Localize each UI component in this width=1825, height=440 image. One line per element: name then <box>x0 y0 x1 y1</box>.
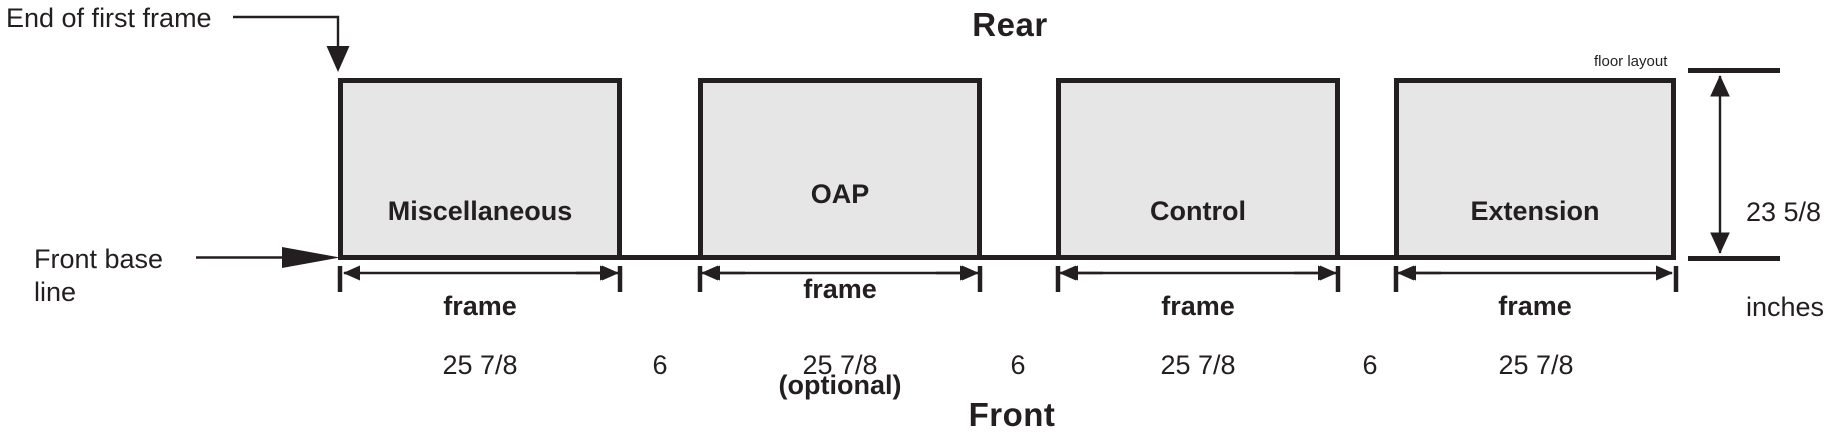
dim-value: 23 5/8 <box>1746 196 1822 227</box>
dim-value: 6 <box>652 349 668 380</box>
frame-label-miscellaneous-frame: Miscellaneous frame <box>340 132 620 387</box>
dim-label-frame-1-width: 25 7/8 inches <box>370 286 590 440</box>
frame-label-line: frame <box>443 291 517 322</box>
page-title-front: Front <box>968 396 1056 433</box>
label-floor-layout: floor layout <box>1594 53 1668 70</box>
frame-label-line: frame <box>803 274 877 305</box>
front-base-line-leader <box>196 247 340 268</box>
frame-box-control-frame <box>1056 78 1340 260</box>
frame-boxes <box>338 78 1676 260</box>
frame-box-oap-frame <box>698 78 982 260</box>
frame-label-control-frame: Control frame <box>1058 132 1338 387</box>
frame-box-extension-frame <box>1394 78 1676 260</box>
frame-label-line: (optional) <box>778 369 902 400</box>
horizontal-dimension-lines <box>337 265 1679 292</box>
end-of-first-frame-leader <box>233 15 350 72</box>
dim-unit: inches <box>1746 292 1825 323</box>
frame-label-line: OAP <box>810 178 870 209</box>
dim-value: 25 7/8 <box>442 349 518 380</box>
page-title-rear: Rear <box>972 6 1048 43</box>
dim-value: 6 <box>1010 349 1026 380</box>
frame-label-line: Miscellaneous <box>387 195 573 226</box>
frame-label-oap-frame: OAP frame (optional) <box>700 115 980 440</box>
dim-label-gap-3: 6 inches <box>1300 286 1440 440</box>
label-end-of-first-frame: End of first frame <box>6 3 212 33</box>
dim-label-frame-4-width: 25 7/8 inches <box>1426 286 1646 440</box>
frame-label-line: Control <box>1150 195 1246 226</box>
frame-label-line: frame <box>1161 291 1235 322</box>
label-front-base-line-line2: line <box>34 277 77 307</box>
dim-value: 25 7/8 <box>1160 349 1236 380</box>
vertical-dimension-line <box>1688 68 1780 261</box>
frame-label-line: frame <box>1498 291 1572 322</box>
frame-label-line: Extension <box>1470 195 1600 226</box>
dim-label-frame-3-width: 25 7/8 inches <box>1088 286 1308 440</box>
dim-value: 6 <box>1362 349 1378 380</box>
label-front-base-line-line1: Front base <box>34 244 164 274</box>
dim-label-frame-depth: 23 5/8 inches <box>1746 133 1825 388</box>
frame-label-extension-frame: Extension frame <box>1395 132 1675 387</box>
frame-box-miscellaneous-frame <box>338 78 622 260</box>
dim-label-frame-2-width: 25 7/8 inches <box>730 286 950 440</box>
dim-value: 25 7/8 <box>1498 349 1574 380</box>
dim-label-gap-1: 6 inches <box>590 286 730 440</box>
dim-label-gap-2: 6 inches <box>948 286 1088 440</box>
dim-value: 25 7/8 <box>802 349 878 380</box>
